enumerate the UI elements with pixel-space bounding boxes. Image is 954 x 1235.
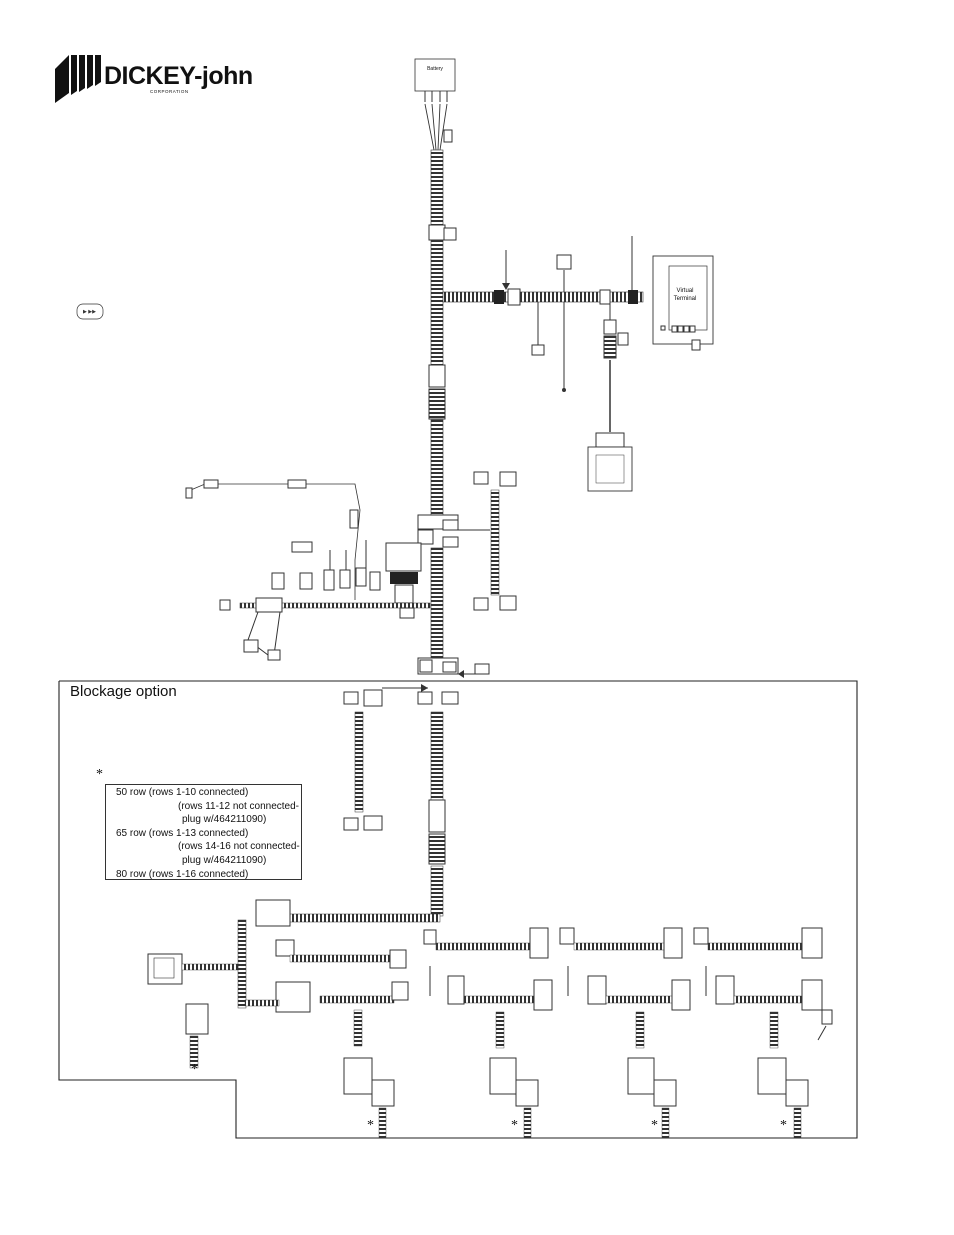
brand-subtitle: CORPORATION [150, 89, 189, 94]
asterisk-marker: * [191, 1062, 198, 1077]
blockage-option-title: Blockage option [70, 683, 177, 700]
row-group-1 [244, 899, 409, 1139]
asterisk-marker: * [367, 1118, 374, 1133]
row-group-4 [693, 927, 833, 1139]
svg-text:▶ ▶▶: ▶ ▶▶ [83, 309, 96, 315]
virtual-terminal-line1: Virtual [677, 288, 694, 294]
battery: Battery [414, 58, 456, 151]
junction-2 [417, 657, 490, 678]
junction-1 [417, 514, 459, 548]
asterisk-marker: * [780, 1118, 787, 1133]
note-marker: * [96, 767, 103, 782]
battery-label: Battery [427, 66, 443, 72]
main-harness-trunk [430, 149, 444, 366]
row-harness-top [289, 913, 441, 923]
row-configuration-note: 50 row (rows 1-10 connected) (rows 11-12… [105, 784, 302, 880]
asterisk-marker: * [511, 1118, 518, 1133]
note-line-7: 80 row (rows 1-16 connected) [116, 868, 249, 880]
control-module [587, 432, 633, 492]
blockage-top-harness [343, 684, 459, 917]
dickey-john-logo-icon [55, 55, 101, 103]
note-line-3: plug w/464211090) [182, 814, 267, 826]
main-harness-lower [430, 419, 444, 516]
left-row-module [147, 953, 239, 1069]
row-group-3 [559, 927, 691, 1139]
note-line-6: plug w/464211090) [182, 854, 267, 866]
brand-name: DICKEY-john [104, 62, 253, 90]
row-group-2 [423, 927, 553, 1139]
terminal-harness [442, 291, 644, 303]
note-line-1: 50 row (rows 1-10 connected) [116, 787, 249, 798]
virtual-terminal: Virtual Terminal [652, 255, 714, 351]
sensor-cluster [185, 479, 431, 661]
virtual-terminal-line2: Terminal [674, 296, 697, 302]
note-line-2: (rows 11-12 not connected- [178, 800, 299, 812]
asterisk-marker: * [651, 1118, 658, 1133]
right-side-harness [473, 471, 517, 611]
note-line-4: 65 row (rows 1-13 connected) [116, 827, 249, 839]
blockage-option-outline [58, 680, 858, 1139]
media-control-icon: ▶ ▶▶ [76, 303, 104, 320]
note-line-5: (rows 14-16 not connected- [178, 841, 300, 853]
